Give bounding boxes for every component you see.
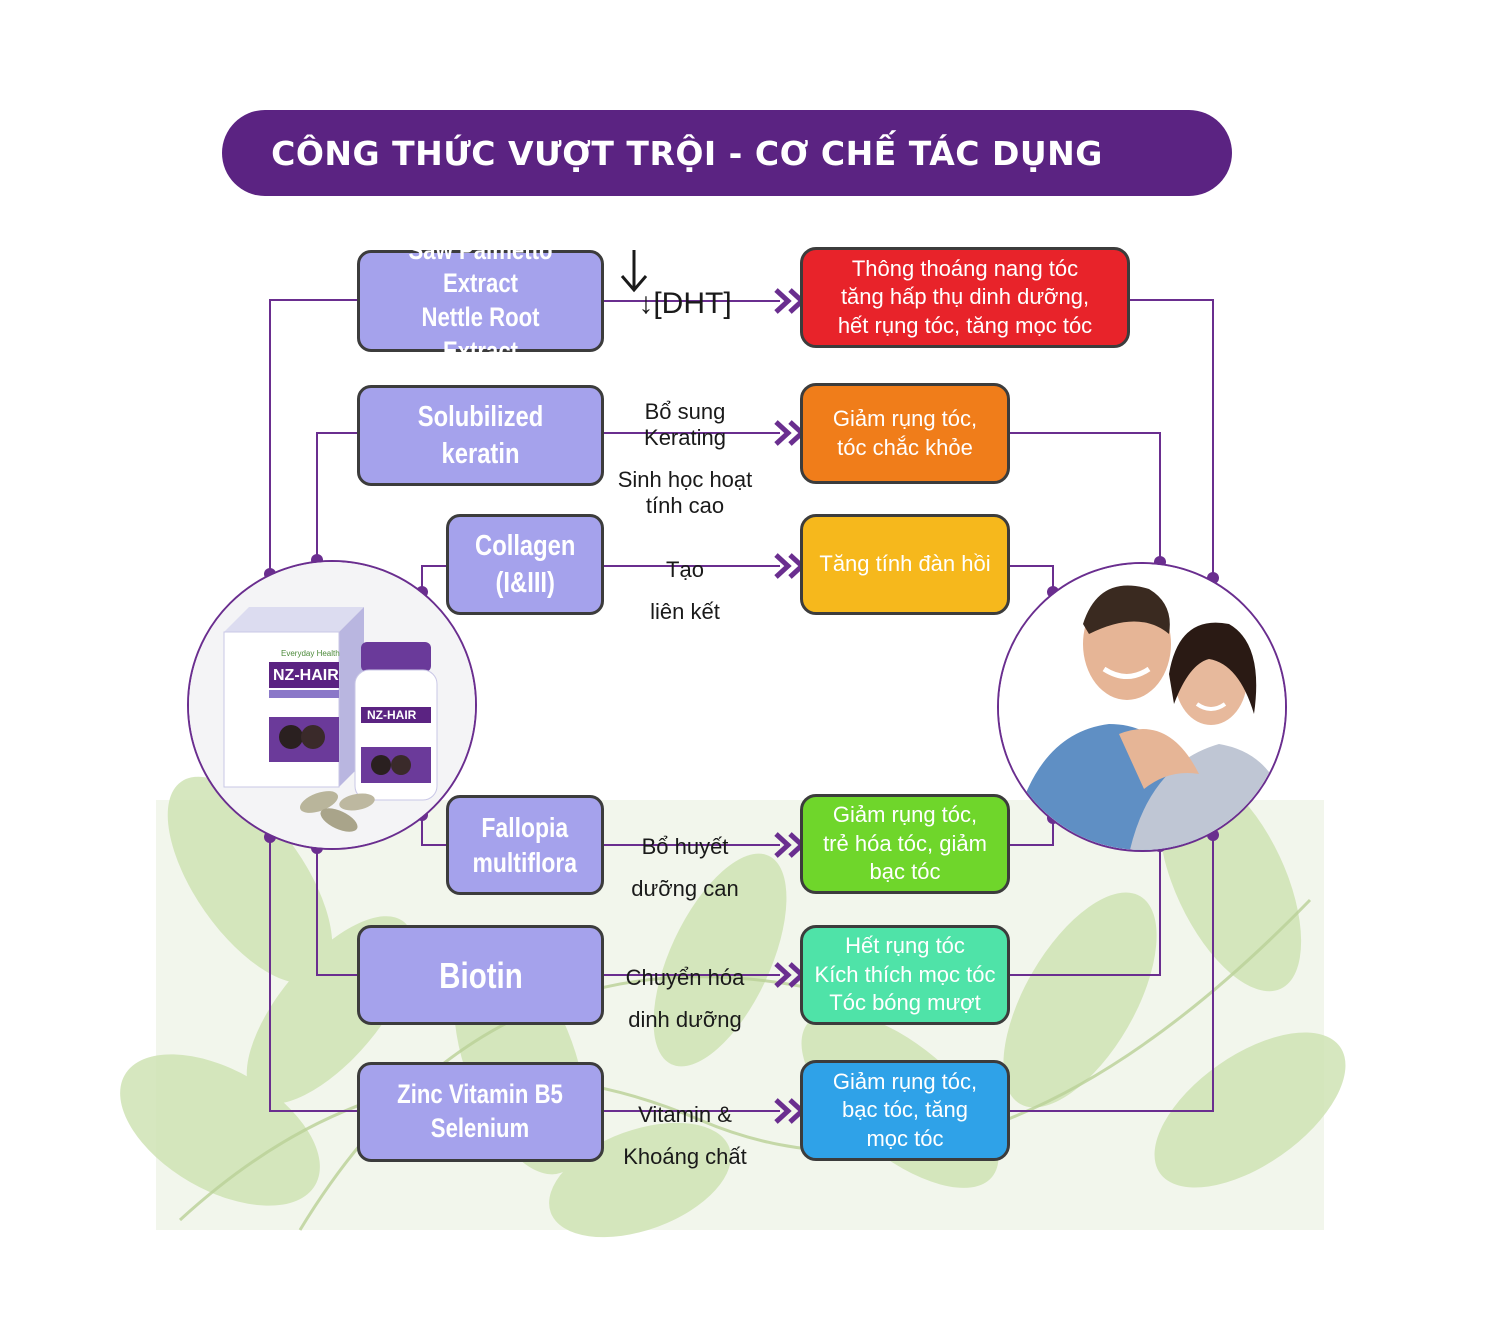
result-row3: Tăng tính đàn hồi <box>800 514 1010 615</box>
mechanism-bottom-row5: dinh dưỡng <box>600 982 770 1033</box>
title-banner: CÔNG THỨC VƯỢT TRỘI - CƠ CHẾ TÁC DỤNG <box>222 110 1232 196</box>
mechanism-bottom-label: Khoáng chất <box>623 1144 747 1170</box>
mechanism-bottom-row6: Khoáng chất <box>600 1119 770 1170</box>
mechanism-top-label: Vitamin & <box>638 1102 732 1128</box>
left-connector-row2 <box>316 432 357 560</box>
product-image: Everyday Health NZ-HAIR NZ-HAIR <box>189 562 475 848</box>
right-connector-row2 <box>1010 432 1161 562</box>
mechanism-dht: ↓[DHT] <box>600 252 770 321</box>
ingredient-label: Zinc Vitamin B5 Selenium <box>397 1079 564 1143</box>
brand-text: Everyday Health <box>281 649 340 658</box>
mechanism-bottom-row3: liên kết <box>600 574 770 625</box>
left-connector-row5 <box>316 848 357 976</box>
couple-photo <box>999 564 1285 850</box>
result-label: Thông thoáng nang tóc tăng hấp thụ dinh … <box>837 255 1093 338</box>
ingredient-zinc: Zinc Vitamin B5 Selenium <box>357 1062 604 1162</box>
mechanism-bottom-label: Sinh học hoạt tính cao <box>617 467 753 518</box>
product-circle: Everyday Health NZ-HAIR NZ-HAIR <box>187 560 477 850</box>
ingredient-biotin: Biotin <box>357 925 604 1025</box>
mechanism-top-row6: Vitamin & <box>600 1077 770 1128</box>
right-connector-row6 <box>1010 835 1214 1112</box>
diagram-title: CÔNG THỨC VƯỢT TRỘI - CƠ CHẾ TÁC DỤNG <box>271 133 1103 173</box>
mechanism-top-label: Bổ huyết <box>641 834 729 860</box>
result-label: Tăng tính đàn hồi <box>819 551 991 577</box>
down-arrow-icon <box>620 250 648 293</box>
mechanism-bottom-label: dưỡng can <box>631 876 739 902</box>
mechanism-bottom-label: liên kết <box>650 599 720 625</box>
ingredient-saw-palmetto: Saw Palmetto Extract Nettle Root Extract <box>357 235 604 366</box>
result-label: Hết rụng tóc Kích thích mọc tóc Tóc bóng… <box>814 933 996 1016</box>
mechanism-top-row3: Tạo <box>600 532 770 583</box>
result-label: Giảm rụng tóc, tóc chắc khỏe <box>832 405 978 460</box>
mechanism-top-label: ↓[DHT] <box>638 286 732 320</box>
couple-photo-circle <box>997 562 1287 852</box>
result-row1: Thông thoáng nang tóc tăng hấp thụ dinh … <box>800 247 1130 348</box>
result-row6: Giảm rụng tóc, bạc tóc, tăng mọc tóc <box>800 1060 1010 1161</box>
ingredient-solubilized-keratin: Solubilized keratin <box>357 385 604 486</box>
mechanism-top-label: Chuyển hóa <box>625 965 745 991</box>
ingredient-label: Saw Palmetto Extract Nettle Root Extract <box>408 234 553 366</box>
result-row4: Giảm rụng tóc, trẻ hóa tóc, giảm bạc tóc <box>800 794 1010 894</box>
mechanism-bottom-row2: Sinh học hoạt tính cao <box>600 442 770 518</box>
mechanism-top-label: Bổ sung Kerating <box>644 399 726 450</box>
left-connector-row1 <box>269 299 357 574</box>
mechanism-bottom-label: dinh dưỡng <box>628 1007 742 1033</box>
mechanism-top-label: Tạo <box>666 557 704 583</box>
mechanism-top-row2: Bổ sung Kerating <box>600 374 770 450</box>
product-name-box: NZ-HAIR <box>273 667 339 684</box>
right-connector-row5 <box>1010 846 1161 976</box>
left-connector-row6 <box>269 837 357 1112</box>
mechanism-bottom-row4: dưỡng can <box>600 851 770 902</box>
ingredient-fallopia: Fallopia multiflora <box>446 795 604 895</box>
ingredient-label: Fallopia multiflora <box>472 812 578 878</box>
mechanism-top-row5: Chuyển hóa <box>600 940 770 991</box>
right-connector-row1 <box>1130 299 1214 578</box>
product-name-bottle: NZ-HAIR <box>367 708 417 722</box>
ingredient-collagen: Collagen (I&III) <box>446 514 604 615</box>
mechanism-top-row4: Bổ huyết <box>600 809 770 860</box>
result-label: Giảm rụng tóc, bạc tóc, tăng mọc tóc <box>832 1068 978 1151</box>
ingredient-label: Collagen (I&III) <box>474 530 576 599</box>
result-label: Giảm rụng tóc, trẻ hóa tóc, giảm bạc tóc <box>823 802 987 885</box>
result-row5: Hết rụng tóc Kích thích mọc tóc Tóc bóng… <box>800 925 1010 1025</box>
ingredient-label: Biotin <box>438 954 523 996</box>
ingredient-label: Solubilized keratin <box>417 401 544 470</box>
result-row2: Giảm rụng tóc, tóc chắc khỏe <box>800 383 1010 484</box>
